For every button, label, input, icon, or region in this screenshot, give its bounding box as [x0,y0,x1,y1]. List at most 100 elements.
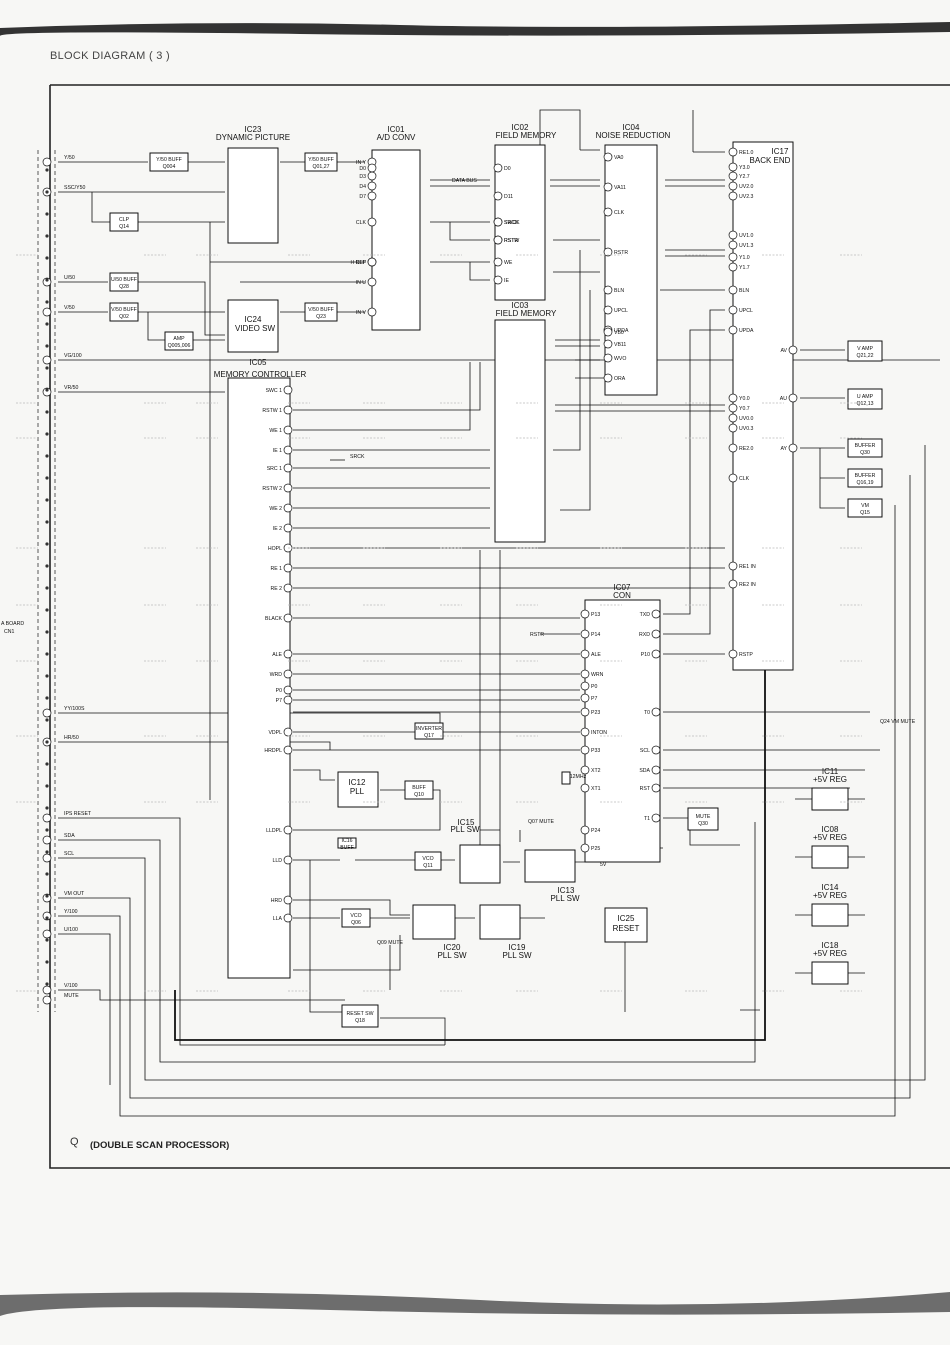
pin-label: P7 [591,696,597,702]
pin-label: RSTW [504,238,519,244]
pin-circle [728,325,738,335]
pin-circle [493,235,503,245]
connector-pins: Y/50SSC/Y50U/50V/50VG/100VR/50YY/100SHR/… [42,155,92,1005]
ic-ref: IC08 [822,825,839,834]
pin-circle [367,257,377,267]
pin-label: D3 [359,174,366,180]
pin-label: UV0.3 [739,426,754,432]
pin-label: D4 [359,184,366,190]
ic07-con: IC07 CON [584,583,661,863]
connector-dot [45,498,49,502]
pin-circle [580,609,590,619]
pin-label: RSTW 2 [262,486,282,492]
pin-circle [580,681,590,691]
connector-dot [45,784,49,788]
component-name: INVERTER [416,726,442,732]
pin-circle [367,307,377,317]
component-ref: Q15 [860,510,870,516]
pin-circle [283,685,293,695]
pin-label: AY [780,446,787,452]
connector-pin [42,708,52,718]
connector-dot [45,256,49,260]
component-name: U/50 BUFF [111,277,137,283]
pin-label: CLP [356,260,367,266]
connector-signal-label: V/100 [64,983,78,989]
connector-pin [42,929,52,939]
connector-pin [42,893,52,903]
pin-label: Y1.7 [739,265,750,271]
ic-ref: IC18 [822,941,839,950]
ic-ref: IC20 [444,943,461,952]
pin-circle [728,181,738,191]
connector-signal-label: SDA [64,833,75,839]
ic-name: PLL SW [450,825,479,834]
component-ref: Q16,19 [856,480,873,486]
connector-pin [42,995,52,1005]
component-block [847,340,883,362]
ic19-pll-sw: IC19 PLL SW [479,904,532,960]
pin-label: UV1.0 [739,233,754,239]
pin-circle [728,393,738,403]
connector-dot [45,520,49,524]
pin-circle [728,252,738,262]
connector-pin [42,307,52,317]
pin-circle [283,445,293,455]
pin-circle [283,695,293,705]
pin-circle [788,345,798,355]
ic-ref: IC03 [512,301,529,310]
pin-circle [580,649,590,659]
component-block [847,498,883,518]
pin-circle [651,745,661,755]
connector-cn1: A BOARD CN1 [1,150,56,1012]
component-name: V/50 BUFF [308,307,334,313]
connector-pin [42,985,52,995]
pin-label: RST [640,786,651,792]
pin-circle [728,171,738,181]
pin-label: SRC 1 [267,466,282,472]
component-block [687,807,719,831]
component-ref: Q30 [698,821,708,827]
pin-circle [728,413,738,423]
pin-label: P14 [591,632,600,638]
pin-circle [651,765,661,775]
connector-signal-label: MUTE [64,993,79,999]
pin-circle [603,373,613,383]
pin-circle [728,443,738,453]
pin-label: VB11 [614,342,626,348]
connector-dot [45,938,49,942]
component-ref: Q02 [119,314,129,320]
ic25-reset: IC25 RESET [604,907,648,943]
pin-circle [283,425,293,435]
pin-circle [283,895,293,905]
ic03-field-memory: IC03 FIELD MEMORY [494,301,557,543]
pin-label: UPCL [739,308,753,314]
pin-label: D7 [359,194,366,200]
ic01-ad-conv: IC01 A/D CONV [371,125,421,331]
connector-dot [45,586,49,590]
connector-pin [42,157,52,167]
pin-label: RE2.0 [739,446,754,452]
ic-name: PLL [350,787,365,796]
misc-label: Q07 MUTE [528,819,554,825]
pin-label: SRCK [504,220,519,226]
ic-name: BACK END [750,156,791,165]
pin-circle [493,217,503,227]
ic-ref: IC11 [822,767,839,776]
pin-circle [728,473,738,483]
component-name: MUTE [696,814,711,820]
pin-label: D0 [504,166,511,172]
caption-letter: Q [70,1136,79,1148]
component-ref: Q21,22 [856,353,873,359]
pin-label: WE 2 [269,506,282,512]
pin-circle [728,423,738,433]
misc-label: RSTR [530,632,544,638]
pin-label: UV0.0 [739,416,754,422]
pin-circle [283,483,293,493]
pin-label: IN Y [356,160,367,166]
ic-ref: IC07 [614,583,631,592]
pin-label: IN V [356,310,367,316]
pin-circle [367,191,377,201]
connector-dot [45,674,49,678]
ic24-video-sw: IC24 VIDEO SW [227,299,279,353]
